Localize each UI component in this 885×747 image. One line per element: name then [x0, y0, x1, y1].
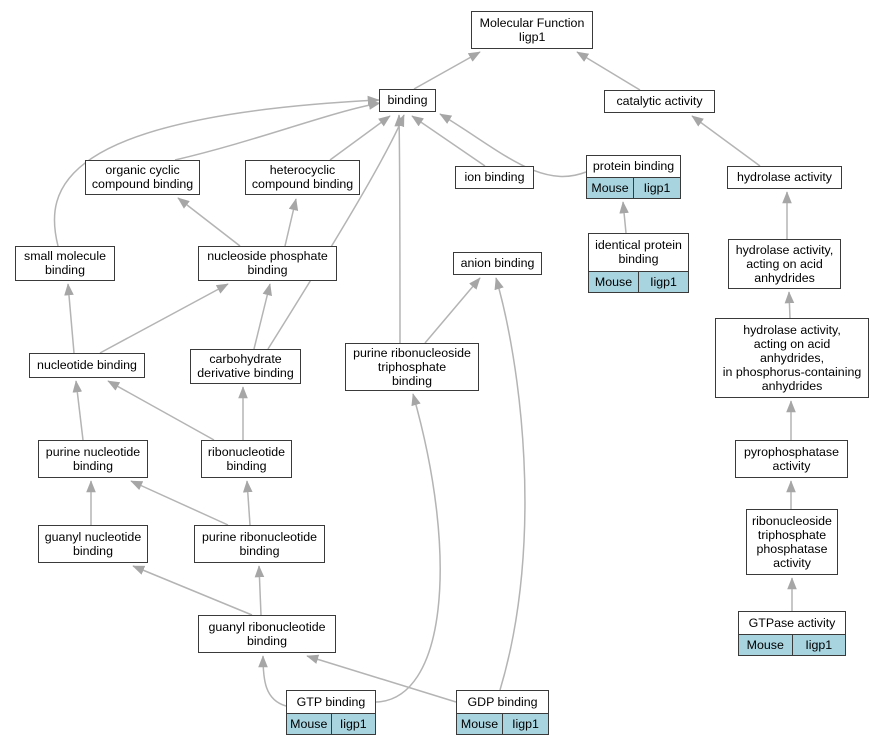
edge-small_molecule_binding-to-binding	[53, 95, 380, 247]
edge-purine_ribonucleoside_triphosphate_binding-to-binding	[394, 114, 405, 344]
annotation-species[interactable]: Mouse	[287, 714, 332, 734]
go-node-label: protein binding	[587, 156, 680, 177]
go-node-hydrolase_activity[interactable]: hydrolase activity	[727, 166, 842, 189]
go-node-label: GDP binding	[457, 691, 548, 713]
go-node-hydrolase_activity_phosphorus[interactable]: hydrolase activity, acting on acid anhyd…	[715, 318, 869, 398]
edge-nucleoside_phosphate_binding-to-organic_cyclic_compound_binding	[177, 197, 241, 247]
go-node-label: GTPase activity	[739, 612, 845, 634]
edge-gtp_binding-to-purine_ribonucleoside_triphosphate_binding	[375, 393, 441, 703]
go-node-label: purine ribonucleotide binding	[195, 526, 324, 562]
go-node-pyrophosphatase_activity[interactable]: pyrophosphatase activity	[735, 440, 848, 478]
go-node-label: heterocyclic compound binding	[246, 161, 359, 194]
go-node-label: organic cyclic compound binding	[86, 161, 199, 194]
go-node-purine_ribonucleoside_triphosphate_binding[interactable]: purine ribonucleoside triphosphate bindi…	[345, 343, 479, 391]
go-node-small_molecule_binding[interactable]: small molecule binding	[15, 246, 115, 281]
go-node-label: catalytic activity	[605, 91, 714, 112]
annotation-species[interactable]: Mouse	[739, 635, 793, 655]
go-node-hydrolase_activity_acid_anhydrides[interactable]: hydrolase activity, acting on acid anhyd…	[728, 239, 841, 289]
annotation-species[interactable]: Mouse	[457, 714, 503, 734]
go-node-label: nucleoside phosphate binding	[199, 247, 336, 280]
go-node-nucleoside_phosphate_binding[interactable]: nucleoside phosphate binding	[198, 246, 337, 281]
edge-gdp_binding-to-anion_binding	[494, 277, 526, 691]
go-node-label: ribonucleoside triphosphate phosphatase …	[747, 510, 837, 574]
go-node-label: identical protein binding	[589, 234, 688, 271]
go-node-catalytic_activity[interactable]: catalytic activity	[604, 90, 715, 113]
edge-binding-to-molecular_function	[413, 51, 481, 90]
edge-carbohydrate_derivative_binding-to-binding	[267, 114, 405, 350]
go-node-label: nucleotide binding	[30, 354, 144, 377]
edge-heterocyclic_compound_binding-to-binding	[329, 115, 391, 161]
go-node-purine_nucleotide_binding[interactable]: purine nucleotide binding	[38, 440, 148, 478]
annotation-gene[interactable]: Iigp1	[634, 178, 680, 198]
go-node-anion_binding[interactable]: anion binding	[453, 252, 542, 275]
go-node-carbohydrate_derivative_binding[interactable]: carbohydrate derivative binding	[190, 349, 301, 384]
go-node-nucleotide_binding[interactable]: nucleotide binding	[29, 353, 145, 378]
edge-nucleoside_phosphate_binding-to-heterocyclic_compound_binding	[284, 198, 299, 247]
go-node-molecular_function[interactable]: Molecular Function Iigp1	[471, 11, 593, 49]
annotation-gene[interactable]: Iigp1	[792, 635, 845, 655]
edge-nucleotide_binding-to-nucleoside_phosphate_binding	[99, 283, 229, 354]
go-node-label: guanyl ribonucleotide binding	[199, 616, 335, 652]
edge-ion_binding-to-binding	[411, 115, 486, 167]
go-node-label: carbohydrate derivative binding	[191, 350, 300, 383]
go-node-label: hydrolase activity	[728, 167, 841, 188]
go-node-label: GTP binding	[287, 691, 375, 713]
go-node-label: Molecular Function Iigp1	[472, 12, 592, 48]
annotation-gene[interactable]: Iigp1	[639, 272, 688, 292]
edge-purine_ribonucleotide_binding-to-purine_nucleotide_binding	[130, 480, 229, 526]
edge-hydrolase_activity-to-catalytic_activity	[691, 115, 761, 167]
go-node-ion_binding[interactable]: ion binding	[455, 166, 534, 189]
go-node-guanyl_nucleotide_binding[interactable]: guanyl nucleotide binding	[38, 525, 148, 563]
edge-hydrolase_activity_phosphorus-to-hydrolase_activity_acid_anhydrides	[784, 291, 795, 319]
go-node-label: hydrolase activity, acting on acid anhyd…	[729, 240, 840, 288]
edge-organic_cyclic_compound_binding-to-binding	[174, 100, 381, 161]
go-node-label: pyrophosphatase activity	[736, 441, 847, 477]
go-node-label: ion binding	[456, 167, 533, 188]
go-node-heterocyclic_compound_binding[interactable]: heterocyclic compound binding	[245, 160, 360, 195]
edge-purine_ribonucleoside_triphosphate_binding-to-anion_binding	[424, 277, 481, 344]
go-node-label: purine ribonucleoside triphosphate bindi…	[346, 344, 478, 390]
annotation-gene[interactable]: Iigp1	[331, 714, 375, 734]
edge-catalytic_activity-to-molecular_function	[576, 51, 641, 91]
go-node-purine_ribonucleotide_binding[interactable]: purine ribonucleotide binding	[194, 525, 325, 563]
edge-carbohydrate_derivative_binding-to-nucleoside_phosphate_binding	[253, 283, 272, 350]
go-node-label: small molecule binding	[16, 247, 114, 280]
edge-nucleotide_binding-to-small_molecule_binding	[64, 283, 75, 354]
go-node-ribonucleoside_triphosphate_phosphatase_activity[interactable]: ribonucleoside triphosphate phosphatase …	[746, 509, 838, 575]
go-node-guanyl_ribonucleotide_binding[interactable]: guanyl ribonucleotide binding	[198, 615, 336, 653]
go-node-label: binding	[380, 90, 435, 111]
go-node-label: ribonucleotide binding	[202, 441, 291, 477]
edge-guanyl_ribonucleotide_binding-to-guanyl_nucleotide_binding	[132, 565, 253, 616]
edge-purine_ribonucleotide_binding-to-ribonucleotide_binding	[242, 480, 253, 526]
edge-identical_protein_binding-to-protein_binding	[619, 201, 629, 234]
edge-purine_nucleotide_binding-to-nucleotide_binding	[72, 380, 84, 441]
annotation-gene[interactable]: Iigp1	[503, 714, 548, 734]
go-node-label: hydrolase activity, acting on acid anhyd…	[716, 319, 868, 397]
go-node-organic_cyclic_compound_binding[interactable]: organic cyclic compound binding	[85, 160, 200, 195]
edge-guanyl_ribonucleotide_binding-to-purine_ribonucleotide_binding	[254, 565, 265, 616]
edge-protein_binding-to-binding	[439, 113, 587, 178]
go-node-binding[interactable]: binding	[379, 89, 436, 112]
edge-gtp_binding-to-guanyl_ribonucleotide_binding	[258, 655, 287, 707]
go-node-ribonucleotide_binding[interactable]: ribonucleotide binding	[201, 440, 292, 478]
annotation-species[interactable]: Mouse	[589, 272, 639, 292]
go-node-label: guanyl nucleotide binding	[39, 526, 147, 562]
go-node-label: anion binding	[454, 253, 541, 274]
annotation-species[interactable]: Mouse	[587, 178, 634, 198]
edge-gdp_binding-to-guanyl_ribonucleotide_binding	[306, 654, 457, 703]
edge-ribonucleotide_binding-to-nucleotide_binding	[107, 380, 215, 441]
go-node-label: purine nucleotide binding	[39, 441, 147, 477]
